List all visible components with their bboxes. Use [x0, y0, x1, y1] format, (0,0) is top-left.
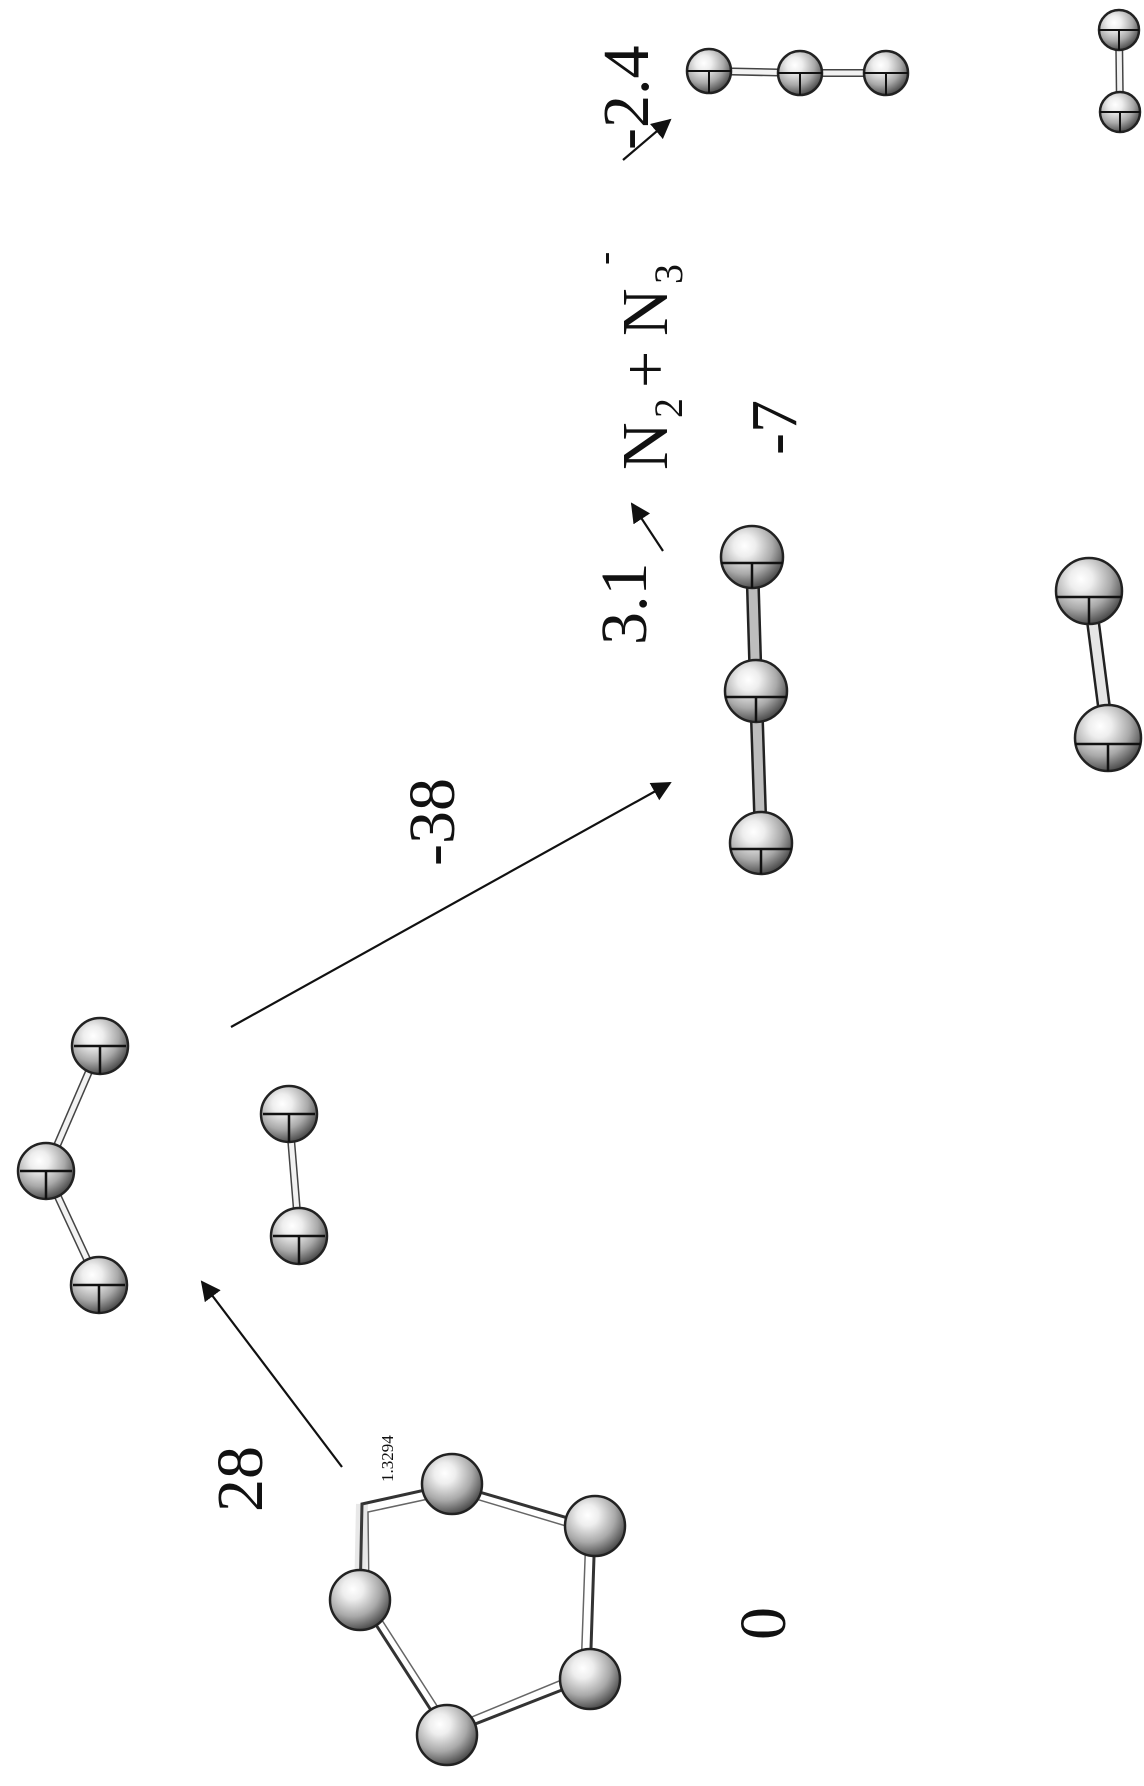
formula-sub-2: 2 — [646, 398, 691, 418]
energy-branch-left: 3.1 — [588, 563, 661, 646]
product-n2-atoms — [1054, 556, 1143, 773]
intermediate-n2-atoms — [259, 1084, 329, 1266]
small-n2-atoms — [1097, 8, 1142, 134]
atom — [328, 1568, 392, 1632]
formula-sub-3: 3 — [646, 264, 691, 284]
arrow-branch-right — [622, 118, 672, 161]
formula-n-second: N — [609, 288, 682, 336]
atom — [563, 1494, 627, 1558]
bent-n3-atoms — [16, 1016, 130, 1315]
formula-plus: + — [609, 351, 682, 388]
pentazole-atoms — [328, 1452, 627, 1767]
atom — [420, 1452, 484, 1516]
energy-product: -7 — [738, 400, 811, 455]
energy-branch-right: -2.4 — [590, 46, 663, 150]
energy-step1: 28 — [204, 1446, 277, 1512]
arrows — [200, 118, 672, 1468]
small-n3-atoms — [685, 47, 910, 97]
formula-n-first: N — [609, 422, 682, 470]
arrow-branch-left — [630, 502, 664, 552]
pentazole-ring-bonds — [354, 1482, 597, 1737]
arrow-step2 — [230, 782, 672, 1028]
energy-step2: -38 — [396, 778, 469, 866]
labels: 1.3294 0 28 -38 3.1 -7 -2.4 N 2 + N 3 - — [204, 46, 811, 1640]
arrow-step1 — [200, 1280, 343, 1468]
atom — [415, 1703, 479, 1767]
bond-length-label: 1.3294 — [378, 1435, 397, 1482]
product-formula: N 2 + N 3 - — [581, 252, 691, 470]
atom — [558, 1647, 622, 1711]
energy-reactant: 0 — [727, 1607, 800, 1640]
linear-n3-atoms — [719, 524, 794, 876]
atoms — [16, 8, 1143, 1767]
formula-charge: - — [581, 252, 626, 265]
